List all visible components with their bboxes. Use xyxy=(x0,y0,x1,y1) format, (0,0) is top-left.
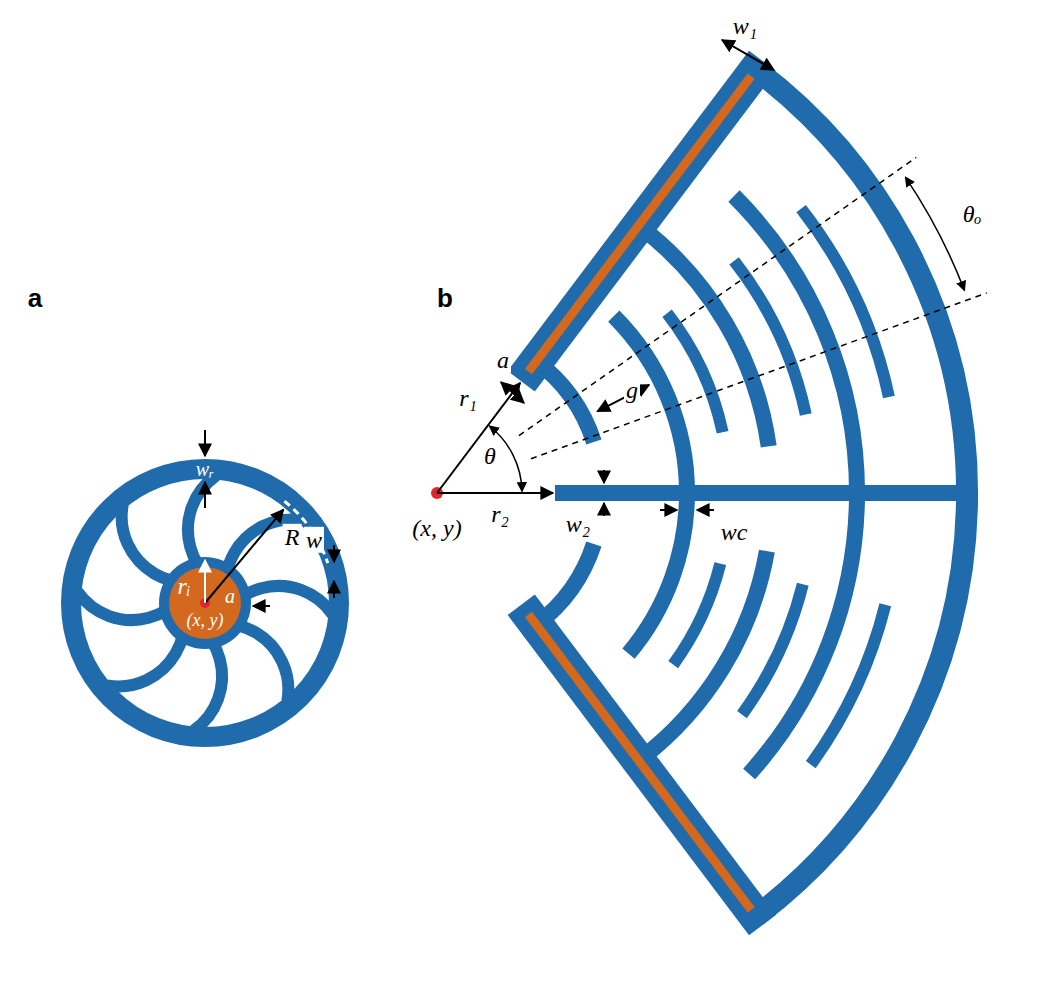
dimension-arrow xyxy=(603,503,605,516)
angle-label: θ xyxy=(482,443,498,469)
dimension-arrow xyxy=(660,509,677,511)
dimension-arrow xyxy=(205,510,283,603)
side-wall xyxy=(521,61,762,381)
panel-letter: b xyxy=(435,284,455,313)
dimension-arrow xyxy=(204,430,206,456)
channel-arc xyxy=(629,493,688,654)
dimension-arrow xyxy=(501,382,524,403)
channel-arc xyxy=(614,316,687,493)
dashed-guide xyxy=(531,293,987,459)
side-wall xyxy=(521,605,762,925)
dimension-label: a xyxy=(223,585,237,607)
dimension-arrow xyxy=(722,40,774,70)
center-spoke xyxy=(555,485,967,501)
channel-arc xyxy=(667,313,723,432)
dimension-arrow xyxy=(333,581,335,598)
dimension-arrow xyxy=(603,470,605,483)
coordinate-label: (x, y) xyxy=(185,611,226,631)
dimension-arrow xyxy=(204,560,206,603)
channel-arc xyxy=(742,584,803,714)
channel-arc xyxy=(811,605,886,765)
angle-arc xyxy=(905,177,964,290)
outer-ring xyxy=(71,469,339,737)
dimension-label: wc xyxy=(719,519,750,545)
dimension-label: w₂ xyxy=(564,511,592,537)
dashed-guide xyxy=(519,157,916,435)
dimension-arrow xyxy=(333,545,335,562)
dimension-label: R xyxy=(283,524,302,550)
dimension-arrow xyxy=(437,383,520,493)
dimension-arrow xyxy=(204,482,206,508)
coordinate-label: (x, y) xyxy=(410,515,463,541)
dimension-label: w₁ xyxy=(731,13,759,39)
channel-arc xyxy=(639,551,767,760)
dimension-label: a xyxy=(495,347,511,373)
dimension-label: r₂ xyxy=(489,501,511,527)
dimension-label: rᵢ xyxy=(175,573,192,599)
nautilus-structure xyxy=(71,469,339,737)
sector-structure xyxy=(431,61,967,925)
dimension-arrow xyxy=(253,605,270,607)
dimension-arrow xyxy=(437,492,553,494)
dimension-label: wᵣ xyxy=(194,458,216,480)
channel-arc xyxy=(734,261,806,415)
orange-strip xyxy=(528,76,751,371)
channel-arc xyxy=(749,493,857,774)
channel-arc xyxy=(734,196,857,493)
angle-label: θₒ xyxy=(961,201,984,227)
dimension-marks xyxy=(205,40,987,606)
dimension-arrow xyxy=(697,509,714,511)
panel-letter: a xyxy=(26,284,44,313)
dimension-label: g xyxy=(624,377,640,403)
channel-arc xyxy=(801,209,889,397)
dimension-label: w xyxy=(304,527,324,553)
channel-arc xyxy=(673,564,720,665)
dimension-label: r₁ xyxy=(457,385,479,411)
hub-ring xyxy=(159,557,251,649)
orange-strip xyxy=(528,614,751,909)
